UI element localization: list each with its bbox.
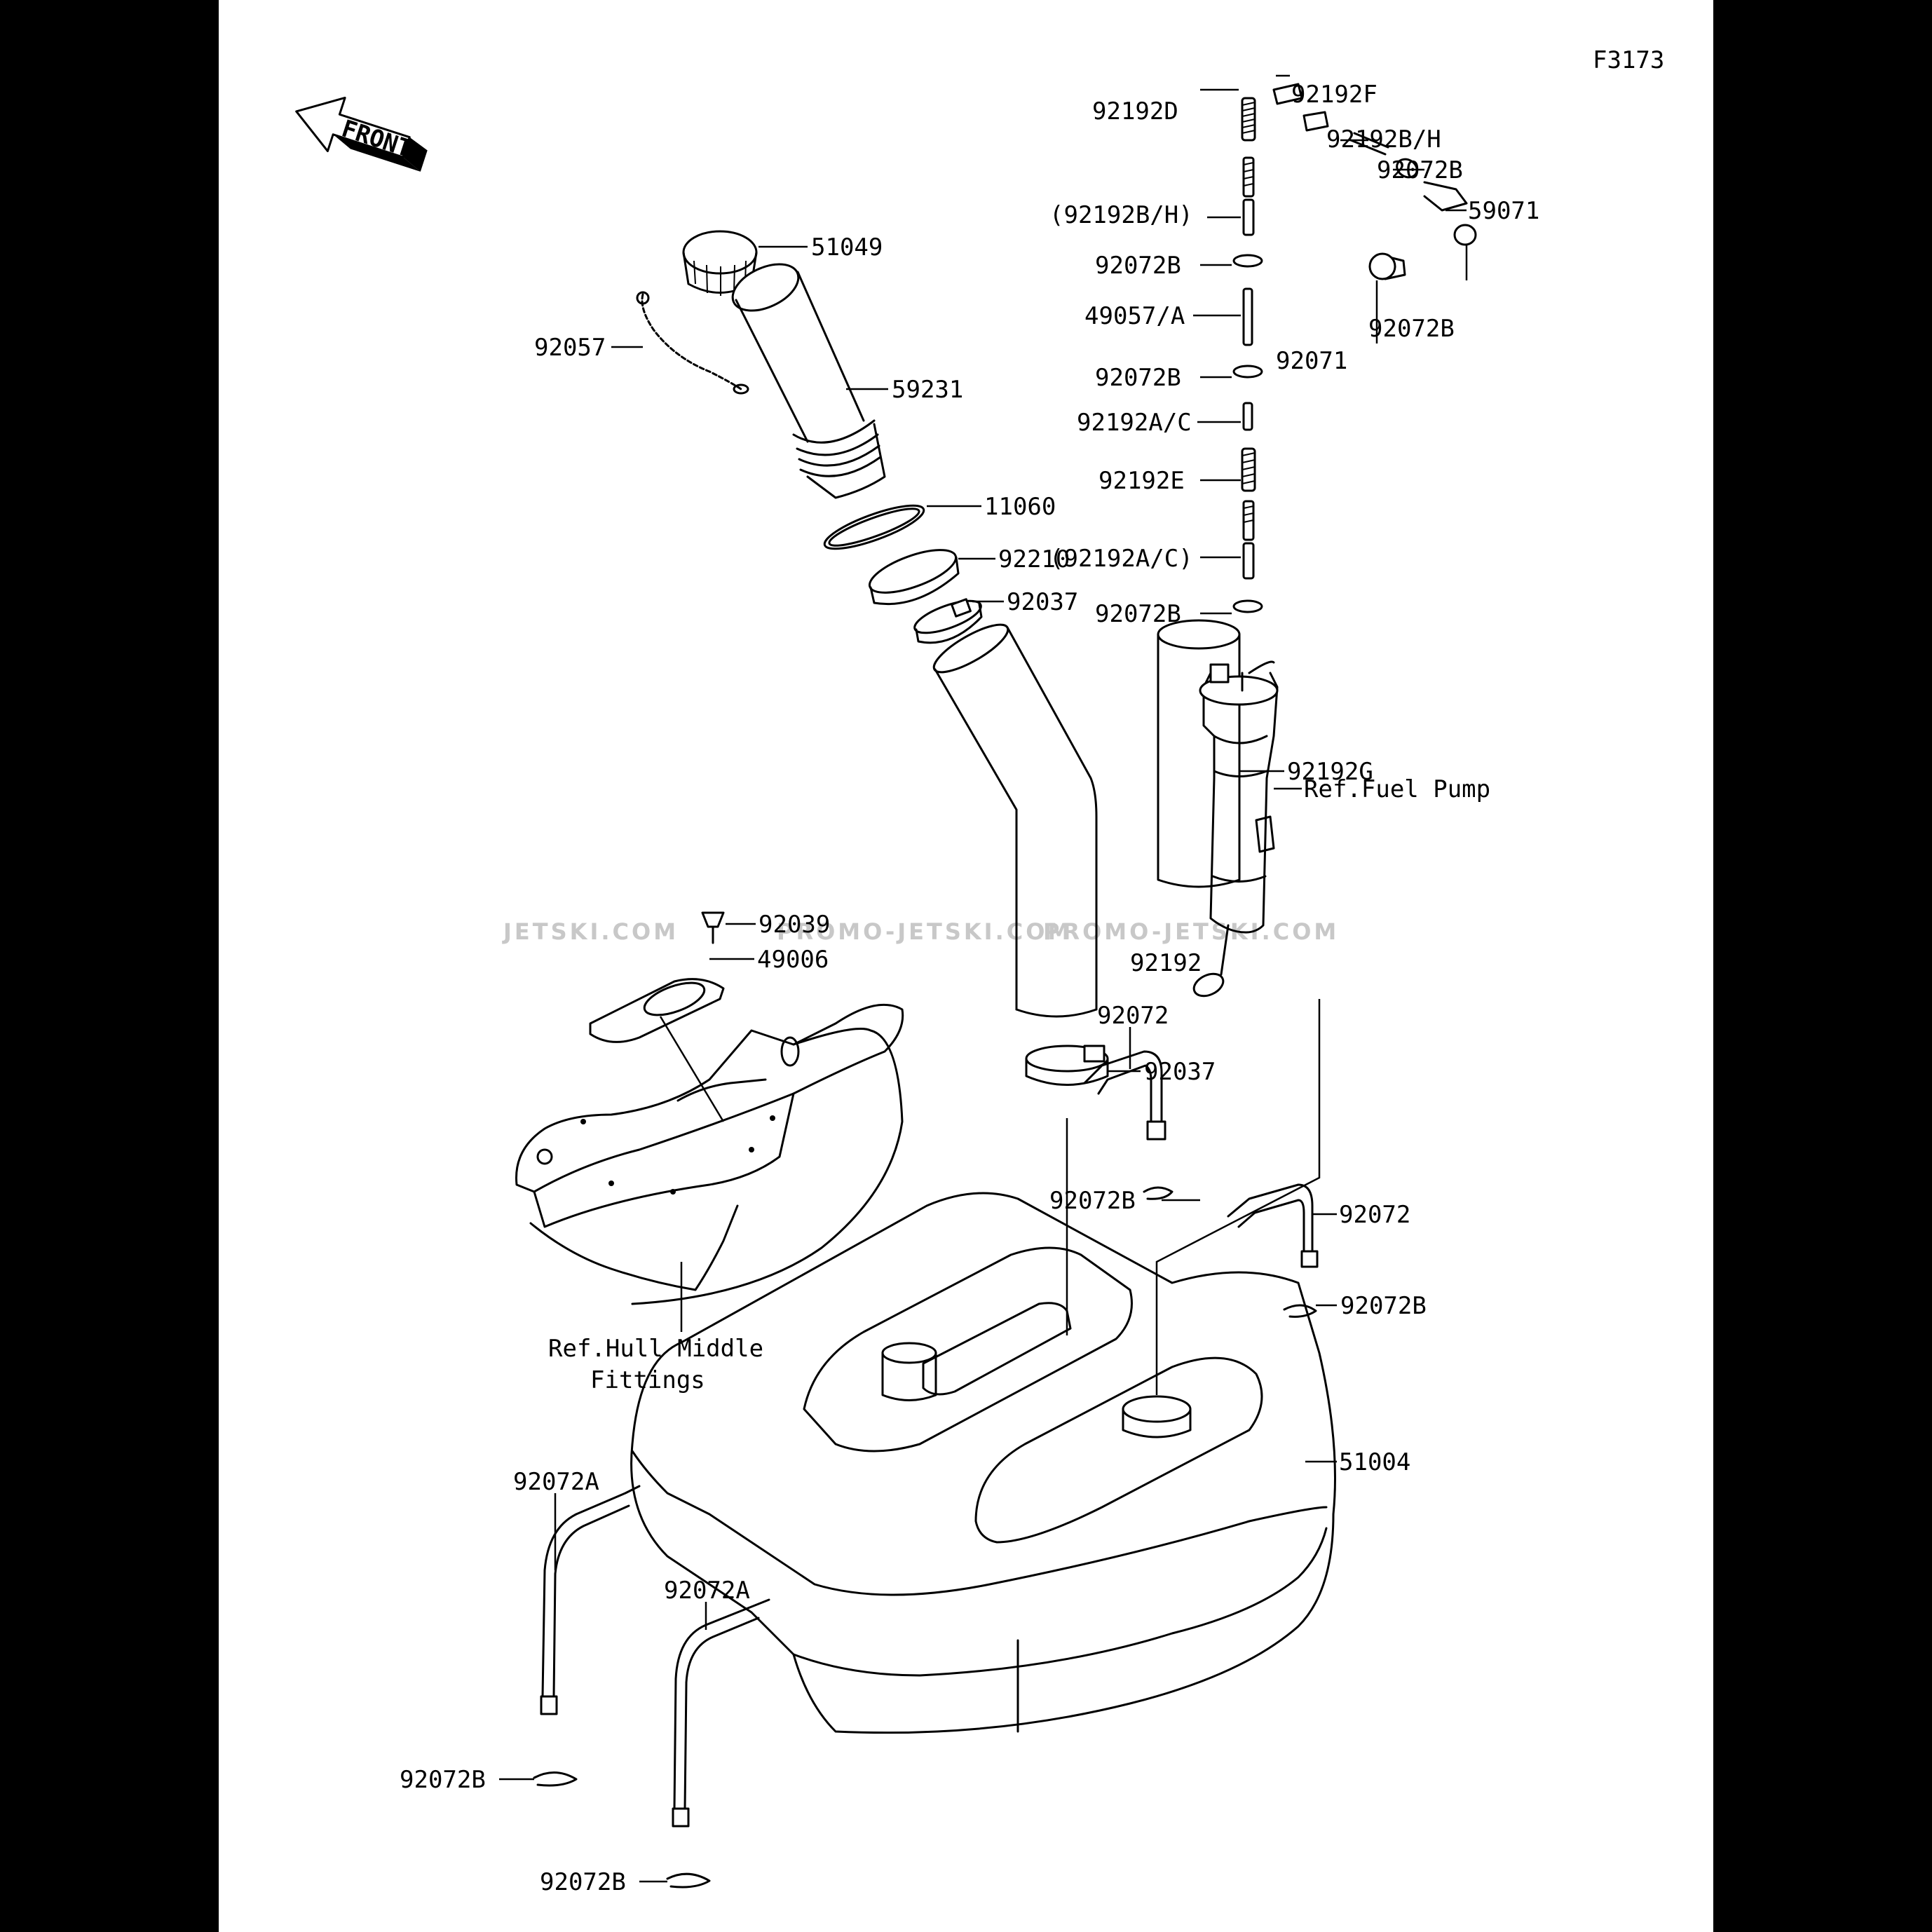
watermark-3: PROMO-JETSKI.COM [1043, 918, 1339, 945]
label-92192AC: 92192A/C [1077, 409, 1192, 437]
label-ref-hull-1: Ref.Hull Middle [548, 1335, 763, 1363]
front-arrow-icon: FRONT [295, 96, 428, 172]
label-92072B-4: 92072B [1368, 315, 1455, 343]
label-92072B-1: 92072B [1377, 156, 1463, 184]
label-92192E: 92192E [1098, 467, 1185, 495]
label-92192BH-paren: (92192B/H) [1049, 201, 1193, 229]
fuel-cap-51049 [682, 230, 758, 296]
clip-92072B-9 [666, 1872, 711, 1889]
hose-92192G [1157, 619, 1241, 888]
clip-92072B-7 [1283, 1304, 1317, 1318]
clip-92072B-6 [1143, 1186, 1174, 1200]
hull-fitting-49006 [589, 911, 725, 1043]
label-92192G: 92192G [1287, 758, 1373, 786]
label-92072-1: 92072 [1097, 1002, 1169, 1030]
label-51004: 51004 [1339, 1448, 1410, 1476]
fuel-hose-92192 [932, 623, 1098, 1018]
strap-92072-b [1227, 1183, 1319, 1268]
fuel-pump-assembly [1192, 660, 1279, 998]
label-92072B-5: 92072B [1095, 600, 1181, 628]
label-92072A-2: 92072A [664, 1577, 750, 1605]
label-ref-hull-2: Fittings [590, 1366, 705, 1394]
strap-92072A-2 [672, 1598, 770, 1828]
part-labels: 92192F 92192D 92192B/H 92072B 59071 (921… [400, 81, 1539, 1896]
label-92192F: 92192F [1291, 81, 1377, 109]
tether-92057 [636, 291, 749, 395]
clip-92072B-8 [533, 1771, 578, 1787]
leader-lines [499, 74, 1468, 1883]
label-92192: 92192 [1130, 949, 1202, 977]
hull-section [515, 1003, 904, 1305]
strap-92072-a [1083, 1050, 1166, 1141]
label-92192BH: 92192B/H [1326, 125, 1441, 154]
gasket-11060 [823, 504, 925, 550]
parts-diagram: JETSKI.COM PROMO-JETSKI.COM PROMO-JETSKI… [295, 46, 1664, 1896]
clamp-92037-lower [1025, 1045, 1109, 1086]
label-92210: 92210 [998, 545, 1070, 573]
label-92072A-1: 92072A [513, 1468, 599, 1496]
label-92037-2: 92037 [1144, 1058, 1216, 1086]
label-92072B-2: 92072B [1095, 252, 1181, 280]
label-92039: 92039 [758, 911, 830, 939]
figure-code: F3173 [1593, 46, 1664, 74]
label-92072-2: 92072 [1339, 1201, 1410, 1229]
diagram-sheet: JETSKI.COM PROMO-JETSKI.COM PROMO-JETSKI… [219, 0, 1713, 1932]
label-92072B-3: 92072B [1095, 364, 1181, 392]
label-92037-1: 92037 [1007, 588, 1078, 616]
watermark-1: JETSKI.COM [502, 918, 679, 945]
hose-stack [1232, 97, 1263, 613]
clamp-92037-top [913, 598, 983, 644]
strap-92072A-1 [540, 1485, 641, 1715]
label-92072B-9: 92072B [540, 1868, 626, 1896]
label-92072B-7: 92072B [1340, 1292, 1427, 1320]
filler-neck-59231 [731, 263, 886, 499]
label-59071: 59071 [1468, 197, 1539, 225]
label-92192AC-paren: (92192A/C) [1049, 545, 1193, 573]
label-92071: 92071 [1276, 347, 1347, 375]
label-59231: 59231 [892, 376, 963, 404]
label-92192D: 92192D [1092, 97, 1178, 125]
label-92072B-6: 92072B [1049, 1187, 1136, 1215]
elbow-fittings [1272, 83, 1477, 280]
label-92057: 92057 [534, 334, 606, 362]
watermark-2: PROMO-JETSKI.COM [777, 918, 1073, 945]
label-49057A: 49057/A [1084, 302, 1185, 330]
label-51049: 51049 [811, 233, 883, 261]
label-92072B-8: 92072B [400, 1766, 486, 1794]
label-49006: 49006 [757, 946, 829, 974]
label-11060: 11060 [984, 493, 1056, 521]
nut-92210 [868, 549, 960, 606]
fuel-tank-51004 [630, 1192, 1336, 1734]
label-ref-fuel-pump: Ref.Fuel Pump [1304, 775, 1490, 803]
watermarks: JETSKI.COM PROMO-JETSKI.COM PROMO-JETSKI… [502, 918, 1339, 945]
